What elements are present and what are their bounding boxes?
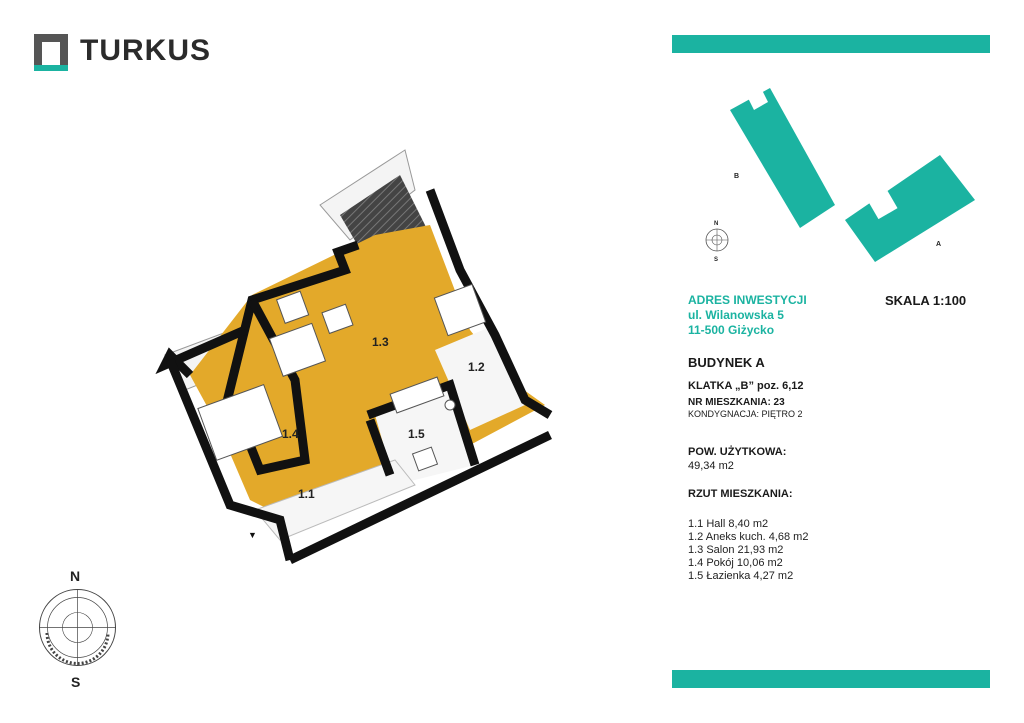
room-label-1-4: 1.4 (282, 427, 299, 441)
investment-address: ADRES INWESTYCJI ul. Wilanowska 5 11-500… (688, 293, 807, 338)
apartment-number: NR MIESZKANIA: 23 (688, 397, 785, 408)
building-a-shape (845, 155, 975, 262)
plan-door-marker: ▼ (248, 530, 257, 540)
site-compass-s: S (714, 257, 718, 263)
room-label-1-2: 1.2 (468, 360, 485, 374)
room-list: 1.1 Hall 8,40 m2 1.2 Aneks kuch. 4,68 m2… (688, 518, 808, 583)
rooms-heading: RZUT MIESZKANIA: (688, 488, 793, 500)
site-map: B A N S (705, 88, 975, 263)
room-item: 1.3 Salon 21,93 m2 (688, 544, 784, 556)
site-compass-n: N (714, 221, 718, 227)
investment-street: ul. Wilanowska 5 (688, 308, 784, 322)
area-value: 49,34 m2 (688, 460, 734, 472)
compass-south-label: S (71, 674, 81, 690)
site-label-a: A (936, 241, 941, 248)
top-accent-bar (672, 35, 990, 53)
building-label: BUDYNEK A (688, 355, 765, 370)
area-label: POW. UŻYTKOWA: (688, 446, 787, 458)
scale-label: SKALA 1:100 (885, 293, 967, 308)
room-item: 1.1 Hall 8,40 m2 (688, 518, 769, 530)
staircase-label: KLATKA „B” poz. 6,12 (688, 380, 804, 392)
room-item: 1.5 Łazienka 4,27 m2 (688, 570, 794, 582)
logo-text: TURKUS (80, 34, 211, 67)
logo-mark-icon (34, 34, 68, 71)
room-label-1-3: 1.3 (372, 335, 389, 349)
site-compass-icon (705, 228, 729, 252)
site-label-b: B (734, 173, 739, 180)
room-item: 1.2 Aneks kuch. 4,68 m2 (688, 531, 809, 543)
hall-storage (254, 459, 416, 541)
room-label-1-1: 1.1 (298, 487, 315, 501)
building-b-shape (730, 88, 835, 228)
investment-city: 11-500 Giżycko (688, 323, 775, 337)
floor-label: KONDYGNACJA: PIĘTRO 2 (688, 409, 803, 419)
room-label-1-5: 1.5 (408, 427, 425, 441)
floor-plan: ▼ 1.1 1.2 1.3 1.4 1.5 (155, 149, 553, 565)
logo (34, 34, 72, 72)
furniture (197, 283, 487, 472)
compass-rose-icon (39, 589, 116, 666)
investment-heading: ADRES INWESTYCJI (688, 293, 807, 307)
bottom-accent-bar (672, 670, 990, 688)
room-item: 1.4 Pokój 10,06 m2 (688, 557, 783, 569)
compass-north-label: N (70, 568, 81, 584)
